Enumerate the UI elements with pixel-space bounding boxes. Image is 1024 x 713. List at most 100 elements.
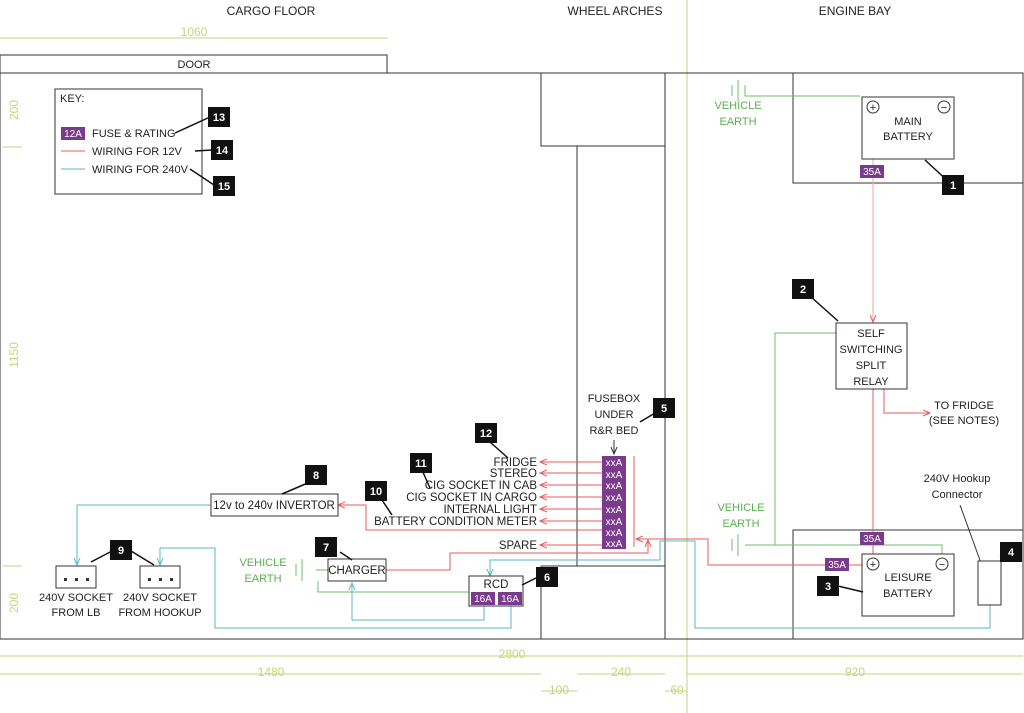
hookup-connector xyxy=(977,560,1002,606)
rcd-fuse-1 xyxy=(471,592,495,605)
dim-240: 240 xyxy=(611,665,631,679)
vehicle-earth-3-line2: EARTH xyxy=(244,573,281,585)
vehicle-earth-2-line1: VEHICLE xyxy=(717,502,764,514)
vehicle-earth-1-line1: VEHICLE xyxy=(714,100,761,112)
socket-hu-line1: 240V SOCKET xyxy=(123,592,197,604)
socket-from-lb xyxy=(55,565,97,589)
dim-60: 60 xyxy=(670,683,684,697)
badge-13: 13 xyxy=(208,107,230,127)
vehicle-earth-3-line1: VEHICLE xyxy=(239,557,286,569)
svg-text:5: 5 xyxy=(661,403,667,415)
badge-3: 3 xyxy=(817,576,839,596)
fusebox-fuse-5: xxA xyxy=(606,505,623,516)
fusebox-line1: FUSEBOX xyxy=(588,393,641,405)
hookup-line2: Connector xyxy=(932,489,983,501)
svg-text:8: 8 xyxy=(313,470,319,482)
fusebox-fuse-4: xxA xyxy=(606,493,623,504)
wheel-arch-top xyxy=(540,72,666,147)
dim-1480: 1480 xyxy=(258,665,285,679)
engine-bay-top-box xyxy=(792,72,1024,184)
engine-bay-bottom-box xyxy=(792,529,1024,640)
leisure-battery-minus-icon: − xyxy=(939,559,945,571)
main-battery: + − MAIN BATTERY xyxy=(861,96,955,160)
vehicle-earth-2-line2: EARTH xyxy=(722,518,759,530)
svg-text:4: 4 xyxy=(1008,547,1015,559)
leisure-fuse-top xyxy=(860,532,884,545)
dim-1060: 1060 xyxy=(181,25,208,39)
invertor xyxy=(210,493,339,517)
fusebox-fuse-3: xxA xyxy=(606,481,623,492)
leisure-battery-line1: LEISURE xyxy=(884,572,931,584)
circuit-cig-cargo: CIG SOCKET IN CARGO xyxy=(406,492,537,504)
circuit-spare: SPARE xyxy=(499,540,537,552)
fusebox-fuse-8: xxA xyxy=(606,539,623,550)
fusebox-line3: R&R BED xyxy=(590,425,639,437)
fusebox-line2: UNDER xyxy=(594,409,633,421)
fusebox-fuse-7: xxA xyxy=(606,528,623,539)
svg-text:15: 15 xyxy=(218,181,230,193)
relay-line1: SELF xyxy=(857,328,885,340)
svg-text:1: 1 xyxy=(950,180,956,192)
invertor-label: 12v to 240v INVERTOR xyxy=(213,500,335,512)
section-engine-bay: ENGINE BAY xyxy=(819,4,891,18)
badge-2: 2 xyxy=(792,279,814,299)
rcd: RCD 16A 16A xyxy=(468,575,524,607)
svg-text:9: 9 xyxy=(118,545,124,557)
dim-1150: 1150 xyxy=(7,342,21,368)
badge-11: 11 xyxy=(410,453,432,473)
badge-7: 7 xyxy=(315,537,337,557)
rcd-label: RCD xyxy=(484,579,509,591)
hookup-line1: 240V Hookup xyxy=(924,473,991,485)
badge-1: 1 xyxy=(942,175,964,195)
badge-12: 12 xyxy=(475,423,497,443)
svg-text:14: 14 xyxy=(216,145,229,157)
leisure-fuse-left xyxy=(825,558,849,571)
dim-920: 920 xyxy=(845,665,865,679)
key-title: KEY: xyxy=(60,93,84,105)
rcd-fuse-1-label: 16A xyxy=(474,594,492,605)
leisure-battery: + − LEISURE BATTERY xyxy=(861,553,955,617)
socket-lb-line2: FROM LB xyxy=(52,607,101,619)
dim-2800: 2800 xyxy=(499,647,526,661)
dim-200-top: 200 xyxy=(7,100,21,120)
badge-5: 5 xyxy=(653,398,675,418)
main-battery-line1: MAIN xyxy=(894,116,922,128)
svg-text:11: 11 xyxy=(415,458,427,470)
svg-text:6: 6 xyxy=(544,572,550,584)
key-box: KEY: 12A FUSE & RATING WIRING FOR 12V WI… xyxy=(54,88,203,195)
main-battery-line2: BATTERY xyxy=(883,131,933,143)
svg-text:2: 2 xyxy=(800,284,806,296)
section-cargo-floor: CARGO FLOOR xyxy=(227,4,316,18)
main-battery-minus-icon: − xyxy=(941,102,947,114)
leisure-fuse-top-label: 35A xyxy=(863,534,881,545)
circuit-fridge: FRIDGE xyxy=(494,457,538,469)
key-12v-label: WIRING FOR 12V xyxy=(92,146,183,158)
van-outline xyxy=(0,72,1024,640)
leisure-battery-plus-icon: + xyxy=(870,559,876,571)
key-fuse-sample: 12A xyxy=(64,129,82,140)
vehicle-earth-1-line2: EARTH xyxy=(719,116,756,128)
leisure-fuse-left-label: 35A xyxy=(828,560,846,571)
fusebox-fuse-6: xxA xyxy=(606,517,623,528)
split-relay: SELF SWITCHING SPLIT RELAY xyxy=(835,322,908,390)
circuit-internal-light: INTERNAL LIGHT xyxy=(443,504,537,516)
badge-8: 8 xyxy=(305,465,327,485)
circuit-cig-cab: CIG SOCKET IN CAB xyxy=(425,480,538,492)
svg-text:10: 10 xyxy=(370,486,382,498)
badge-14: 14 xyxy=(211,140,233,160)
leisure-battery-line2: BATTERY xyxy=(883,588,933,600)
key-fuse-label: FUSE & RATING xyxy=(92,128,176,140)
circuit-battery-meter: BATTERY CONDITION METER xyxy=(374,516,537,528)
to-fridge-line1: TO FRIDGE xyxy=(934,400,994,412)
section-wheel-arches: WHEEL ARCHES xyxy=(568,4,663,18)
to-fridge-line2: (SEE NOTES) xyxy=(929,415,999,427)
badge-15: 15 xyxy=(213,176,235,196)
charger xyxy=(327,558,387,582)
fusebox: xxA xxA xxA xxA xxA xxA xxA xxA xyxy=(602,456,626,550)
key-fuse-icon xyxy=(61,127,85,140)
svg-text:7: 7 xyxy=(323,542,329,554)
main-battery-fuse-label: 35A xyxy=(863,167,881,178)
charger-label: CHARGER xyxy=(328,565,386,577)
badge-9: 9 xyxy=(110,540,132,560)
